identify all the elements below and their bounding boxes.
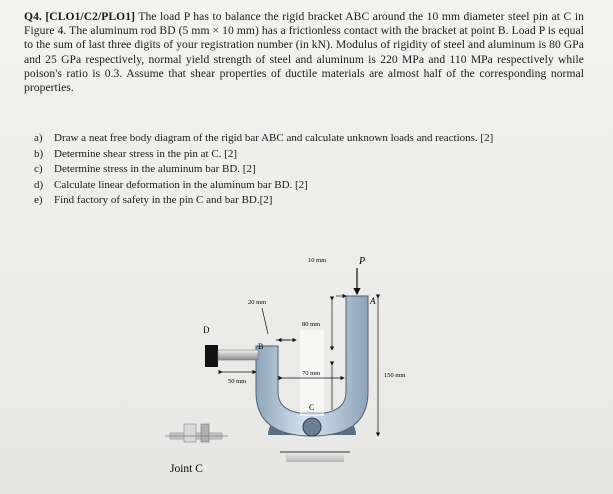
question-heading: Q4. [CLO1/C2/PLO1] [24,10,135,23]
point-c-label: C [309,403,314,412]
part-c: c)Determine stress in the aluminum bar B… [34,163,256,176]
question-parts: a)Draw a neat free body diagram of the r… [34,131,594,209]
pin-c [302,417,322,437]
point-d-label: D [203,325,210,335]
rod-bd [217,349,259,361]
dim-20mm-label: 20 mm [248,299,266,306]
joint-c-label: Joint C [170,463,203,475]
dim-150mm-label: 150 mm [384,372,406,379]
ground-hatch [286,452,344,462]
dim-50mm-label: 50 mm [228,378,246,385]
point-b-label: B [258,342,263,351]
bracket-abc [255,295,369,437]
point-a-label: A [369,296,376,306]
part-a: a)Draw a neat free body diagram of the r… [34,132,494,144]
wall-d [205,345,218,367]
dim-80mm-label: 80 mm [302,321,320,328]
dim-70mm-label: 70 mm [302,370,320,377]
load-p-label: P [358,256,365,267]
part-d: d)Calculate linear deformation in the al… [34,178,308,191]
part-e: e)Find factory of safety in the pin C an… [34,194,273,207]
joint-c-sketch [165,423,228,443]
dim-10mm-label: 10 mm [308,257,326,264]
question-body: The load P has to balance the rigid brac… [24,10,584,95]
question-text: Q4. [CLO1/C2/PLO1] The load P has to bal… [24,10,584,95]
part-b: b)Determine shear stress in the pin at C… [34,147,237,160]
